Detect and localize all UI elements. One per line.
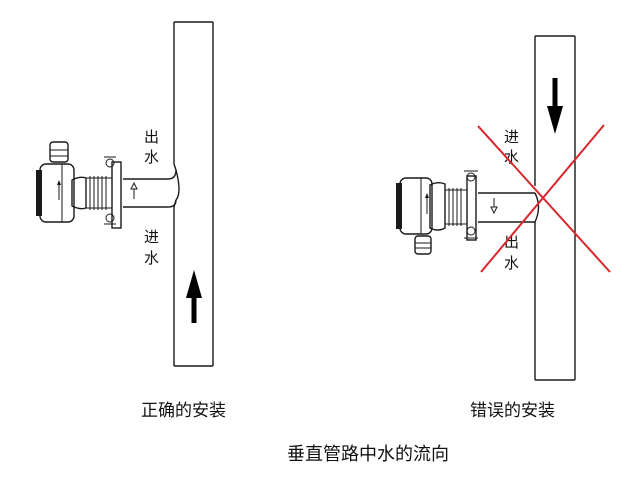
vertical-pipe <box>173 21 214 367</box>
branch-pipe-right <box>478 192 540 223</box>
outlet-label-right-char-1: 出 <box>504 233 519 251</box>
small-flow-arrow-down-icon <box>490 198 498 215</box>
flow-arrow-up-icon <box>186 270 202 323</box>
flange-right <box>464 170 478 241</box>
inlet-label-right-char-2: 水 <box>504 148 519 166</box>
inlet-label-char-2: 水 <box>144 249 159 267</box>
flow-arrow-down-icon <box>547 78 563 134</box>
inlet-label-right-char-1: 进 <box>504 128 519 146</box>
sensor-device-right <box>396 177 468 255</box>
outlet-label-char-1: 出 <box>144 128 159 146</box>
correct-installation-group: 出 水 进 水 正确的安装 <box>36 21 226 421</box>
correct-installation-caption: 正确的安装 <box>141 401 226 421</box>
vertical-pipe-right <box>534 35 576 381</box>
outlet-label-right-char-2: 水 <box>504 254 519 272</box>
wrong-installation-group: 进 水 出 水 错误的安装 <box>396 35 611 421</box>
small-flow-arrow-icon <box>130 181 138 199</box>
inlet-label-char-1: 进 <box>144 228 159 246</box>
outlet-label-char-2: 水 <box>144 148 159 166</box>
sensor-device <box>36 141 113 223</box>
branch-pipe <box>123 163 180 208</box>
x-mark-icon <box>477 124 611 273</box>
diagram-title: 垂直管路中水的流向 <box>287 444 449 465</box>
wrong-installation-caption: 错误的安装 <box>470 401 555 421</box>
